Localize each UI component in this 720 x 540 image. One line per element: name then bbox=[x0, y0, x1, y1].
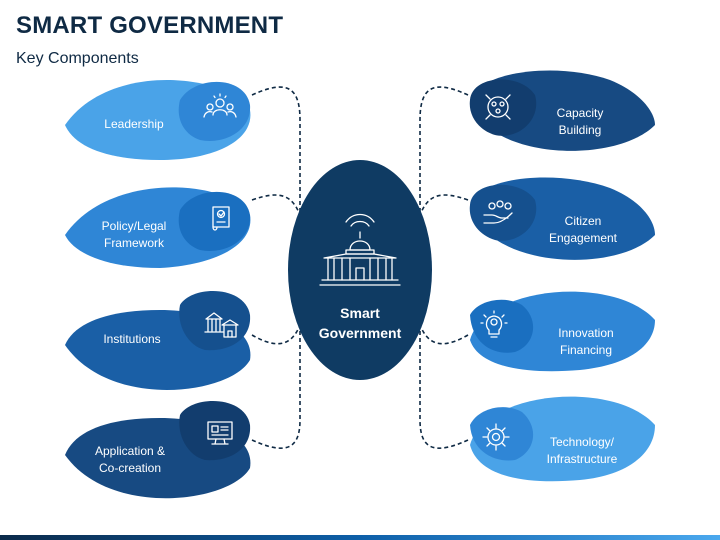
leaf-label: Leadership bbox=[104, 117, 164, 131]
team-leader-icon bbox=[203, 93, 237, 118]
leaf-label-line: Co-creation bbox=[99, 461, 161, 475]
center-ellipse bbox=[288, 160, 432, 380]
leaf-icon-lobe bbox=[178, 191, 251, 251]
leaf-label-line: Infrastructure bbox=[547, 452, 618, 466]
center-label-line: Smart bbox=[340, 305, 380, 321]
center-label-line: Government bbox=[319, 325, 402, 341]
leaf-label-line: Engagement bbox=[549, 231, 618, 245]
growth-network-icon bbox=[485, 94, 511, 120]
leaf-icon-lobe bbox=[470, 407, 534, 461]
institution-buildings-icon bbox=[204, 312, 239, 338]
page-title: SMART GOVERNMENT bbox=[16, 12, 284, 39]
leaf-leadership: Leadership bbox=[65, 80, 251, 160]
idea-bulb-icon bbox=[480, 310, 508, 338]
leaf-label-line: Building bbox=[559, 123, 602, 137]
connector-capacity bbox=[419, 86, 469, 215]
leaf-label: Institutions bbox=[103, 332, 160, 346]
leaf-label: Application & Co-creation bbox=[95, 444, 165, 475]
footer-accent-bar bbox=[0, 535, 720, 540]
leaf-icon-lobe bbox=[179, 401, 251, 461]
connector-institutions bbox=[251, 324, 301, 345]
leaf-label-line: Policy/Legal bbox=[102, 219, 167, 233]
leaf-application-co-creation: Application & Co-creation bbox=[65, 401, 251, 499]
leaf-label-line: Institutions bbox=[103, 332, 160, 346]
page-subtitle: Key Components bbox=[16, 50, 139, 67]
connector-leadership bbox=[251, 86, 301, 215]
leaf-label-line: Innovation bbox=[558, 326, 613, 340]
leaf-icon-lobe bbox=[469, 79, 537, 136]
connector-application bbox=[251, 325, 301, 449]
connector-innovation bbox=[419, 324, 469, 345]
leaf-technology-infrastructure: Technology/Infrastructure bbox=[470, 396, 655, 482]
leaf-label-line: Capacity bbox=[557, 106, 604, 120]
computer-application-icon bbox=[207, 421, 233, 445]
leaf-label-line: Leadership bbox=[104, 117, 164, 131]
gear-icon bbox=[482, 423, 510, 451]
policy-document-icon bbox=[212, 206, 230, 231]
leaf-label: Technology/Infrastructure bbox=[547, 435, 618, 466]
connector-policy bbox=[251, 194, 301, 216]
government-building-icon bbox=[319, 213, 401, 286]
leaf-label-line: Framework bbox=[104, 236, 165, 250]
leaf-label-line: Citizen bbox=[565, 214, 602, 228]
connectors bbox=[251, 86, 469, 449]
leaf-icon-lobe bbox=[469, 184, 537, 241]
leaf-label-line: Application & bbox=[95, 444, 165, 458]
leaf-label-line: Financing bbox=[560, 343, 612, 357]
hand-people-icon bbox=[483, 200, 513, 224]
connector-citizen bbox=[419, 194, 469, 216]
connector-technology bbox=[419, 325, 469, 449]
leaf-institutions: Institutions bbox=[65, 291, 251, 390]
leaf-label-line: Technology/ bbox=[550, 435, 615, 449]
